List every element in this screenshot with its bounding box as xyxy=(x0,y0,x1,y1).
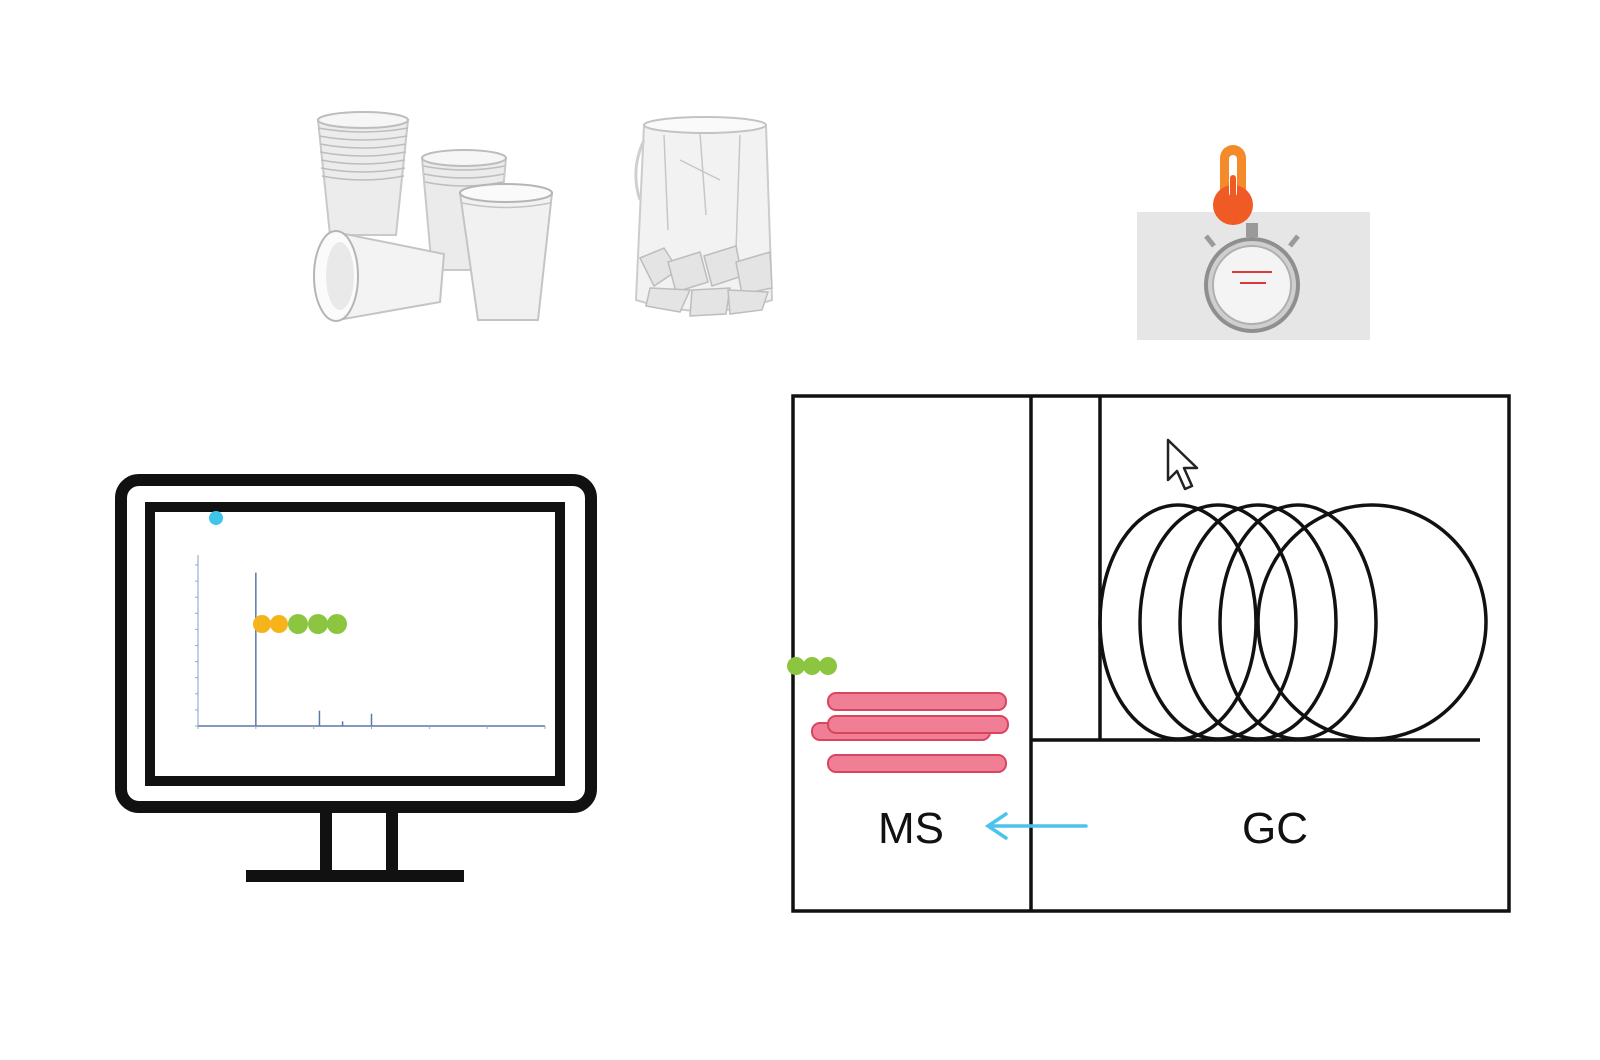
gcms-instrument: MS GC xyxy=(787,394,1511,913)
chromatogram-chart xyxy=(195,555,546,729)
gc-column-coil xyxy=(1098,503,1488,741)
molecule-green xyxy=(819,657,837,675)
plastic-cups-icon xyxy=(313,111,554,322)
flow-arrow-icon xyxy=(984,812,1088,840)
molecule-green xyxy=(787,657,805,675)
molecule-green xyxy=(288,614,308,634)
molecule-green xyxy=(803,657,821,675)
ms-quadrupole-rods xyxy=(811,692,1009,773)
instrument-outline xyxy=(791,394,1511,913)
cyan-marker-dot xyxy=(209,511,223,525)
gc-label: GC xyxy=(1242,804,1308,853)
molecule-green xyxy=(308,614,328,634)
molecule-chain-ms xyxy=(787,657,837,675)
molecule-yellow xyxy=(253,615,271,633)
molecule-chain-screen xyxy=(253,614,347,634)
ms-label: MS xyxy=(878,804,944,853)
mouse-cursor-icon xyxy=(1166,438,1199,491)
molecule-green xyxy=(327,614,347,634)
crushed-cup-icon xyxy=(634,116,774,317)
monitor-icon xyxy=(115,474,597,882)
thermometer-icon xyxy=(1213,145,1253,225)
stopwatch-icon xyxy=(1137,212,1370,340)
molecule-yellow xyxy=(270,615,288,633)
